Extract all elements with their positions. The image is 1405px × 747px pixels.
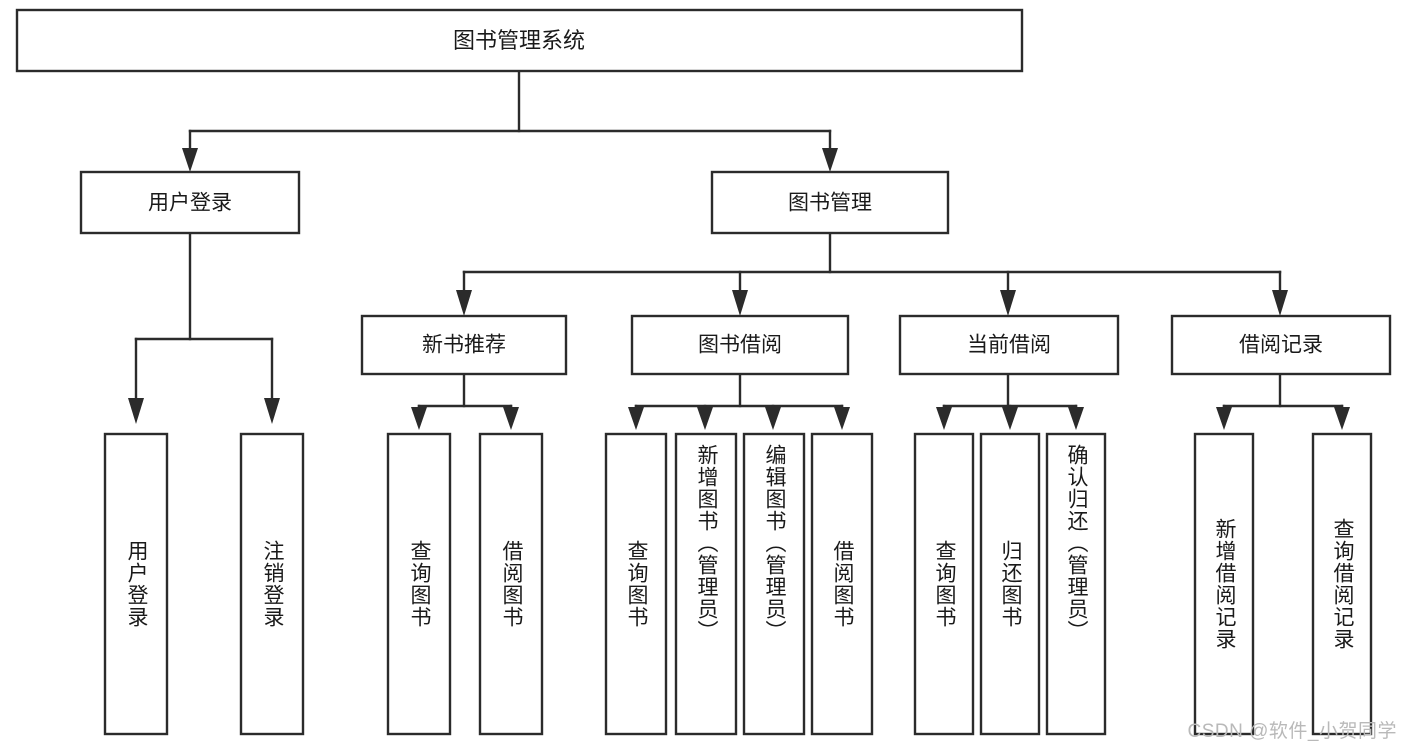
- leaf-box-nb-borrow-book[interactable]: [478, 432, 544, 736]
- arrowhead-current-borrow: [1000, 290, 1016, 316]
- arrowhead-leaf-borrow-book-4: [834, 407, 850, 430]
- node-current-borrow-box[interactable]: [898, 314, 1120, 376]
- leaf-box-br-add-record[interactable]: [1193, 432, 1255, 736]
- node-book-manage-box[interactable]: [710, 170, 950, 235]
- leaf-box-user-logout[interactable]: [239, 432, 305, 736]
- node-root-label: 图书管理系统: [453, 28, 585, 53]
- leaf-box-bb-add-book[interactable]: [674, 432, 738, 736]
- node-book-manage-label: 图书管理: [788, 192, 872, 215]
- arrowhead-leaf-borrow-record-2: [1334, 407, 1350, 430]
- leaf-box-cb-return-book[interactable]: [979, 432, 1041, 736]
- node-borrow-record-box[interactable]: [1170, 314, 1392, 376]
- node-borrow-record[interactable]: 借阅记录: [1170, 314, 1392, 376]
- node-current-borrow[interactable]: 当前借阅: [898, 314, 1120, 376]
- connector-layer: [128, 69, 1350, 430]
- node-user-login-box[interactable]: [79, 170, 301, 235]
- leaf-box-nb-query-book[interactable]: [386, 432, 452, 736]
- arrowhead-new-book: [456, 290, 472, 316]
- arrowhead-leaf-new-book-1: [411, 407, 427, 430]
- arrowhead-user-login: [182, 148, 198, 172]
- node-book-manage[interactable]: 图书管理: [710, 170, 950, 235]
- arrowhead-leaf-user-login-1: [128, 398, 144, 424]
- leaf-box-bb-borrow-book[interactable]: [810, 432, 874, 736]
- leaf-box-cb-confirm-return[interactable]: [1045, 432, 1107, 736]
- arrowhead-book-manage: [822, 148, 838, 172]
- arrowhead-borrow-record: [1272, 290, 1288, 316]
- csdn-watermark: CSDN @软件_小贺同学: [1187, 721, 1397, 742]
- arrowhead-leaf-borrow-book-3: [765, 407, 781, 430]
- node-current-borrow-label: 当前借阅: [967, 334, 1051, 357]
- arrowhead-leaf-borrow-book-1: [628, 407, 644, 430]
- arrowhead-leaf-borrow-record-1: [1216, 407, 1232, 430]
- leaf-box-bb-edit-book[interactable]: [742, 432, 806, 736]
- node-book-borrow[interactable]: 图书借阅: [630, 314, 850, 376]
- node-new-book-recommend-box[interactable]: [360, 314, 568, 376]
- arrowhead-leaf-current-borrow-1: [936, 407, 952, 430]
- leaf-box-bb-query-book[interactable]: [604, 432, 668, 736]
- arrowhead-leaf-borrow-book-2: [697, 407, 713, 430]
- node-root-box[interactable]: [15, 8, 1024, 73]
- node-user-login-label: 用户登录: [148, 192, 232, 215]
- arrowhead-borrow-book: [732, 290, 748, 316]
- leaf-box-br-query-record[interactable]: [1311, 432, 1373, 736]
- arrowhead-leaf-current-borrow-2: [1002, 407, 1018, 430]
- node-book-borrow-box[interactable]: [630, 314, 850, 376]
- node-new-book-recommend-label: 新书推荐: [422, 334, 506, 357]
- node-new-book-recommend[interactable]: 新书推荐: [360, 314, 568, 376]
- arrowhead-leaf-new-book-2: [503, 407, 519, 430]
- node-borrow-record-label: 借阅记录: [1239, 334, 1323, 357]
- node-root[interactable]: 图书管理系统: [15, 8, 1024, 73]
- leaf-box-user-login[interactable]: [103, 432, 169, 736]
- node-book-borrow-label: 图书借阅: [698, 334, 782, 357]
- node-user-login[interactable]: 用户登录: [79, 170, 301, 235]
- arrowhead-leaf-current-borrow-3: [1068, 407, 1084, 430]
- arrowhead-leaf-user-login-2: [264, 398, 280, 424]
- leaf-box-cb-query-book[interactable]: [913, 432, 975, 736]
- leaf-layer: [103, 432, 1373, 736]
